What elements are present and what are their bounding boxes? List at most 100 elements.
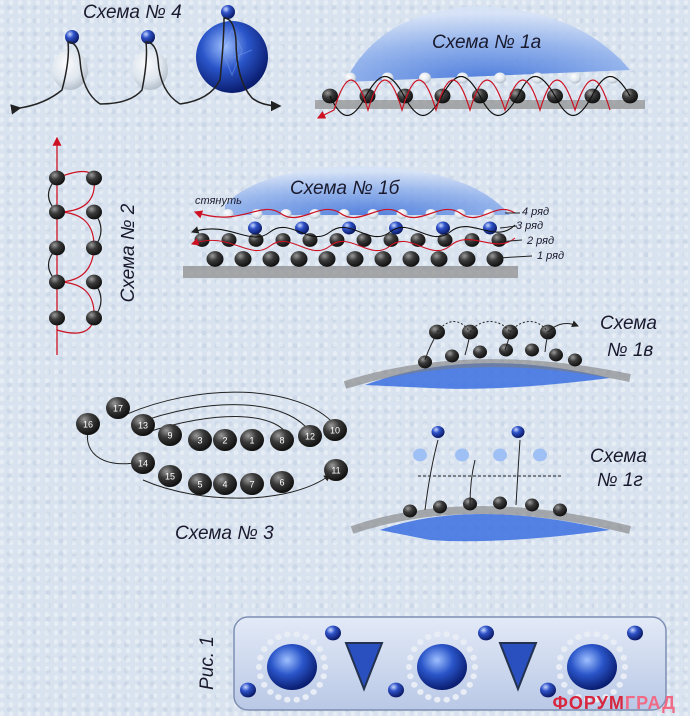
round-bead bbox=[240, 682, 256, 698]
blue-fan bbox=[345, 6, 630, 82]
schema1a-diagram bbox=[315, 6, 645, 119]
seed-bead bbox=[620, 673, 627, 680]
bead-number: 11 bbox=[331, 466, 340, 476]
schema4-title: Схема № 4 bbox=[83, 2, 182, 23]
seed-bead bbox=[417, 688, 424, 695]
thread bbox=[424, 439, 521, 511]
light-blue-bead bbox=[413, 448, 427, 462]
seed-bead bbox=[584, 696, 591, 703]
red-thread bbox=[193, 208, 516, 219]
tighten-label: стянуть bbox=[195, 195, 242, 207]
numbered-bead bbox=[298, 424, 322, 448]
thread bbox=[547, 320, 579, 333]
seed-bead bbox=[561, 681, 568, 688]
seed-bead bbox=[302, 694, 309, 700]
seed-bead bbox=[610, 639, 617, 646]
dark-bead bbox=[275, 233, 291, 247]
glass-bead bbox=[531, 72, 544, 84]
dark-bead bbox=[49, 240, 65, 256]
row1-label: 1 ряд bbox=[537, 250, 565, 262]
seed-bead bbox=[417, 639, 424, 646]
glass-bead bbox=[381, 72, 394, 84]
seed-bead bbox=[321, 664, 329, 670]
dark-bead bbox=[318, 251, 336, 267]
glass-bead bbox=[494, 72, 506, 84]
bead-rows bbox=[403, 426, 567, 518]
light-blue-bead bbox=[455, 448, 469, 462]
dark-bead bbox=[194, 233, 210, 247]
seed-bead bbox=[452, 634, 459, 640]
schema1b-diagram bbox=[183, 166, 533, 278]
seed-bead bbox=[320, 654, 327, 661]
seed-bead bbox=[602, 634, 609, 640]
seed-bead bbox=[267, 688, 274, 695]
seed-bead bbox=[275, 634, 282, 640]
seed-bead bbox=[443, 696, 450, 703]
round-bead bbox=[478, 625, 494, 641]
dark-bead bbox=[403, 504, 417, 518]
light-blue-bead bbox=[493, 448, 507, 462]
glass-bead bbox=[456, 72, 469, 84]
bead-number: 17 bbox=[113, 404, 123, 414]
schema3-title: Схема № 3 bbox=[175, 523, 274, 544]
seed-bead bbox=[555, 664, 563, 670]
bead-number: 8 bbox=[279, 436, 284, 446]
round-bead bbox=[540, 682, 556, 698]
round-bead bbox=[388, 682, 404, 698]
seed-bead bbox=[593, 696, 600, 703]
round-bead bbox=[627, 625, 643, 641]
dark-bead bbox=[49, 204, 65, 220]
schema1v-title-line2: № 1в bbox=[607, 340, 654, 361]
bead-number: 9 bbox=[167, 431, 172, 441]
large-blue-bead bbox=[196, 21, 268, 93]
numbered-bead bbox=[158, 464, 182, 488]
row3-label: 3 ряд bbox=[516, 220, 544, 232]
numbered-bead bbox=[106, 396, 130, 420]
blue-fan bbox=[225, 166, 510, 215]
seed-bead bbox=[471, 664, 479, 670]
dark-bead bbox=[553, 503, 567, 517]
schema2-diagram bbox=[47, 136, 102, 355]
numbered-bead bbox=[213, 472, 237, 496]
glass-bead bbox=[483, 208, 495, 220]
dark-bead bbox=[568, 353, 582, 367]
blue-bead bbox=[221, 5, 235, 19]
dark-bead bbox=[458, 251, 476, 267]
dark-bead bbox=[374, 251, 392, 267]
schema1g-diagram bbox=[350, 426, 631, 542]
light-blue-bead bbox=[533, 448, 547, 462]
dark-bead bbox=[491, 233, 507, 247]
row2-label: 2 ряд bbox=[527, 235, 555, 247]
numbered-bead bbox=[158, 423, 182, 447]
dark-bead bbox=[86, 240, 102, 256]
dark-bead bbox=[346, 251, 364, 267]
schema1b-title: Схема № 1б bbox=[290, 178, 400, 199]
blue-fan bbox=[380, 514, 610, 542]
bead-number: 13 bbox=[138, 421, 148, 431]
dark-bead bbox=[525, 343, 539, 357]
base-arc bbox=[343, 359, 631, 389]
seed-bead bbox=[407, 673, 414, 680]
schema1g-title-line1: Схема bbox=[590, 446, 647, 467]
numbered-bead bbox=[324, 458, 348, 482]
dark-bead bbox=[206, 251, 224, 267]
dark-bead bbox=[262, 251, 280, 267]
dark-bead bbox=[418, 355, 432, 369]
numbered-bead bbox=[76, 412, 100, 436]
dark-bead bbox=[86, 204, 102, 220]
dark-bead bbox=[549, 348, 563, 362]
dark-bead bbox=[499, 343, 513, 357]
dark-bead bbox=[397, 88, 413, 104]
seed-bead bbox=[405, 664, 413, 670]
glass-bead bbox=[419, 72, 431, 84]
seed-bead bbox=[460, 688, 467, 695]
seed-bead bbox=[411, 646, 418, 653]
seed-bead bbox=[470, 654, 477, 661]
dark-bead bbox=[433, 500, 447, 514]
base-arc bbox=[350, 506, 631, 534]
seed-bead bbox=[293, 631, 300, 638]
numbered-bead bbox=[213, 428, 237, 452]
dark-bead bbox=[493, 496, 507, 510]
numbered-bead bbox=[240, 428, 264, 452]
